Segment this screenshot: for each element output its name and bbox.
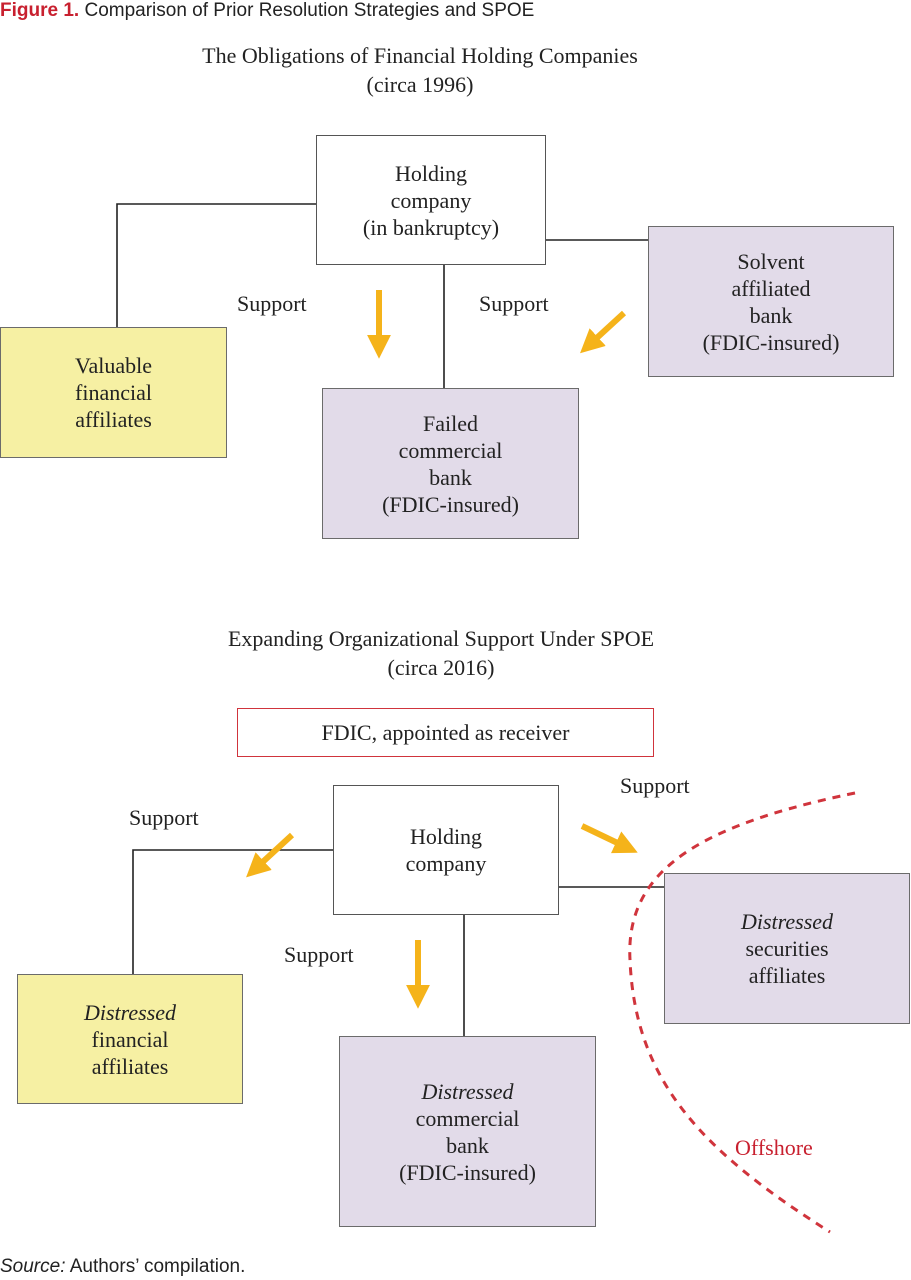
- support-label-bottom-2: Support: [284, 942, 354, 967]
- fdic-receiver-box: FDIC, appointed as receiver: [237, 708, 654, 757]
- support-label-right: Support: [479, 291, 549, 316]
- box-line: company: [390, 187, 472, 213]
- distressed-commercial-bank-box: Distressed commercial bank (FDIC-insured…: [339, 1036, 596, 1227]
- box-line: company: [405, 851, 487, 876]
- support-arrow-diagonal: [580, 310, 627, 354]
- source-text: Authors’ compilation.: [69, 1256, 246, 1277]
- receiver-label: FDIC, appointed as receiver: [321, 720, 570, 745]
- box-line: affiliates: [91, 1053, 169, 1079]
- box-line: (FDIC-insured): [382, 491, 519, 517]
- box-line: Holding: [394, 160, 468, 186]
- box-line-italic: Distressed: [740, 909, 834, 934]
- connector-holding-to-financial-affiliates: [132, 849, 333, 974]
- box-line: (in bankruptcy): [362, 214, 500, 240]
- support-label-right-2: Support: [620, 773, 690, 798]
- box-line: securities: [745, 936, 829, 961]
- valuable-financial-affiliates-box: Valuable financial affiliates: [0, 327, 227, 458]
- box-line-italic: Distressed: [421, 1078, 514, 1104]
- box-line: financial: [75, 380, 152, 405]
- box-line: (FDIC-insured): [702, 329, 840, 355]
- figure-caption-text: Comparison of Prior Resolution Strategie…: [84, 0, 535, 21]
- panel2-subtitle: (circa 2016): [387, 655, 495, 680]
- offshore-label: Offshore: [735, 1135, 813, 1160]
- panel2-title: Expanding Organizational Support Under S…: [227, 626, 655, 651]
- offshore-boundary-curve: [628, 791, 856, 1234]
- source-label: Source:: [0, 1256, 66, 1277]
- holding-company-bankruptcy-box: Holding company (in bankruptcy): [316, 135, 546, 265]
- box-line: Solvent: [737, 248, 805, 274]
- panel1-subtitle: (circa 1996): [366, 72, 474, 97]
- box-line-italic: Distressed: [83, 999, 177, 1025]
- source-note: Source: Authors’ compilation.: [0, 1256, 245, 1278]
- solvent-affiliated-bank-box: Solvent affiliated bank (FDIC-insured): [648, 226, 894, 377]
- box-line: Holding: [409, 824, 483, 849]
- box-line: bank: [749, 302, 793, 328]
- box-line: bank: [429, 464, 472, 490]
- box-line: affiliates: [748, 963, 826, 988]
- box-line: commercial: [398, 437, 503, 463]
- distressed-financial-affiliates-box: Distressed financial affiliates: [17, 974, 243, 1104]
- box-line: commercial: [415, 1105, 520, 1131]
- support-arrow-left: [246, 832, 295, 878]
- box-line: financial: [91, 1026, 169, 1052]
- distressed-securities-affiliates-box: Distressed securities affiliates: [664, 873, 910, 1024]
- box-line: (FDIC-insured): [399, 1159, 536, 1185]
- support-label-left-2: Support: [129, 805, 199, 830]
- failed-commercial-bank-box: Failed commercial bank (FDIC-insured): [322, 388, 579, 539]
- figure-caption: Figure 1. Comparison of Prior Resolution…: [0, 0, 534, 22]
- box-line: affiliates: [75, 407, 152, 432]
- box-line: Valuable: [75, 353, 152, 378]
- box-line: affiliated: [731, 275, 811, 301]
- panel1-title: The Obligations of Financial Holding Com…: [202, 43, 638, 68]
- support-arrow-right: [580, 823, 638, 854]
- box-line: bank: [446, 1132, 489, 1158]
- figure-label: Figure 1.: [0, 0, 80, 21]
- box-line: Failed: [423, 410, 478, 436]
- holding-company-box: Holding company: [333, 785, 559, 915]
- support-label-left: Support: [237, 291, 307, 316]
- connector-holding-to-valuable-affiliates: [116, 203, 316, 327]
